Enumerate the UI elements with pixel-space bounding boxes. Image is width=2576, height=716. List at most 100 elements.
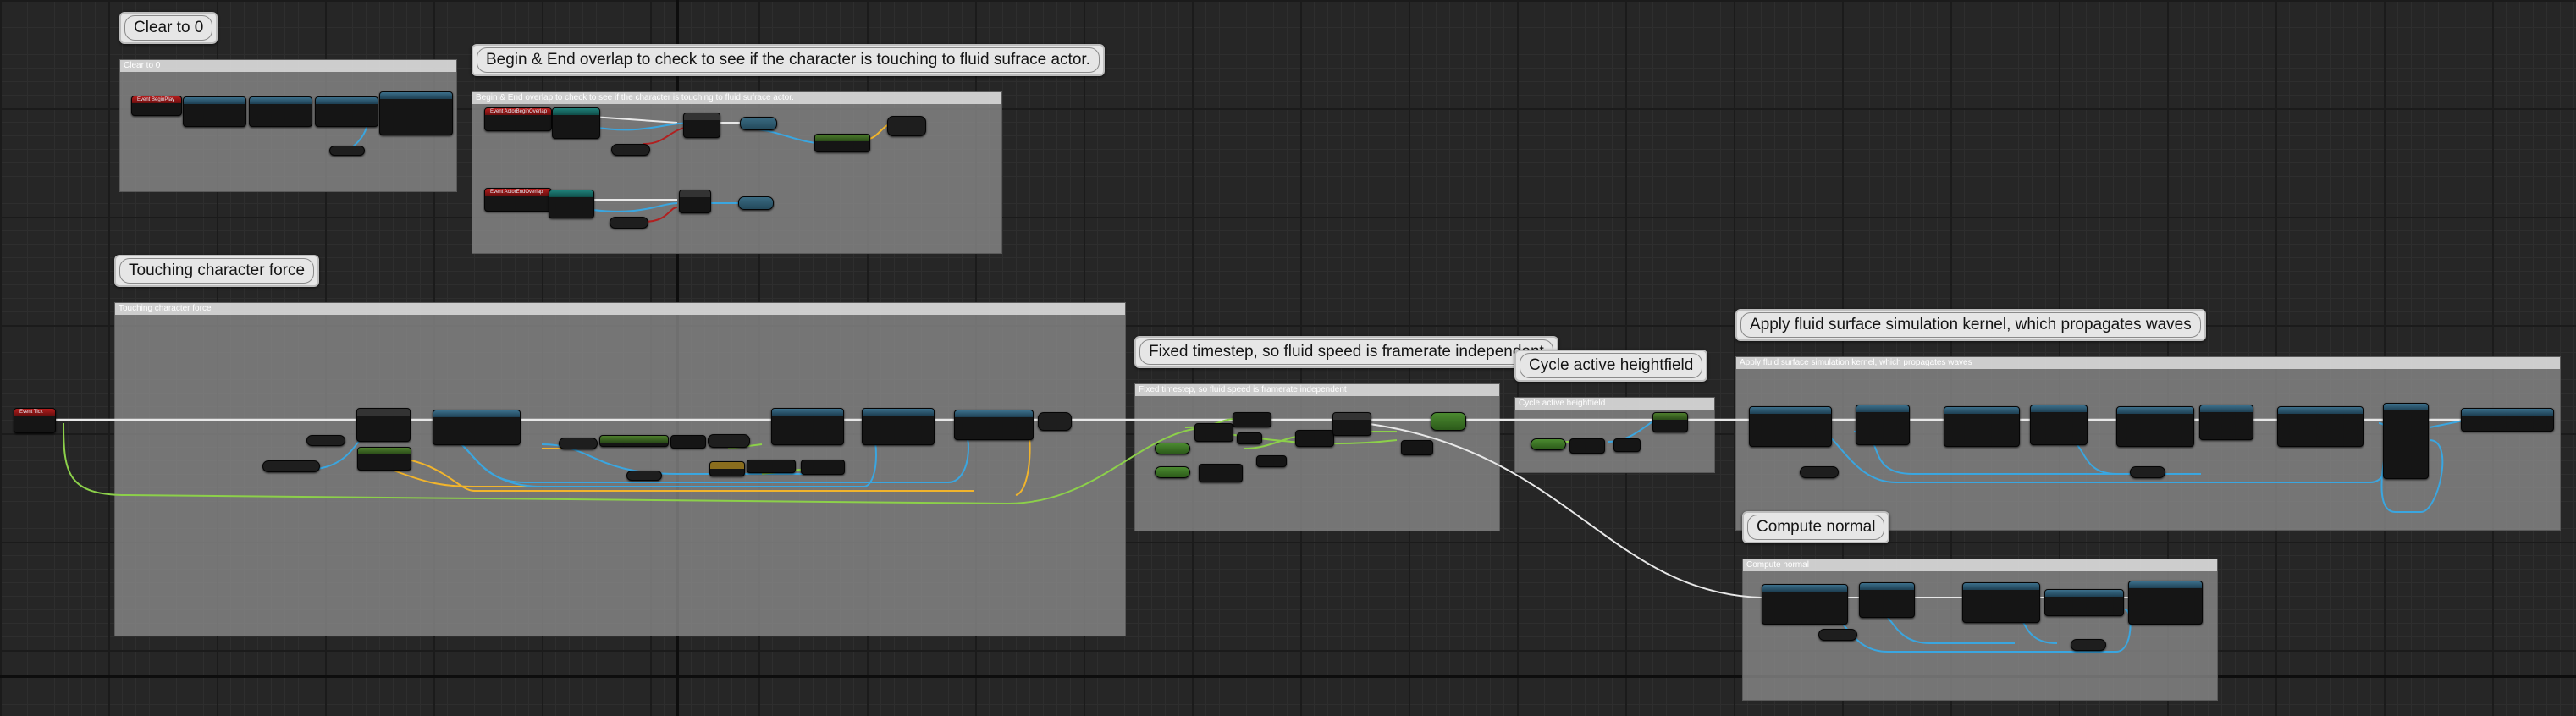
comment-bubble-timestep[interactable]: Fixed timestep, so fluid speed is framer… xyxy=(1134,336,1558,368)
node-header xyxy=(600,436,668,443)
timestep-math-node-7[interactable] xyxy=(1401,440,1433,455)
apply-function-node-5[interactable] xyxy=(2116,406,2194,447)
overlap-var-node-1[interactable] xyxy=(611,144,650,156)
normal-var-node-1[interactable] xyxy=(1818,629,1857,641)
touching-var-node-5[interactable] xyxy=(626,471,662,481)
comment-header-apply: Apply fluid surface simulation kernel, w… xyxy=(1736,357,2560,369)
clear-function-node-3[interactable] xyxy=(315,96,378,127)
normal-function-node-2[interactable] xyxy=(1859,582,1915,618)
comment-header-clear: Clear to 0 xyxy=(120,60,456,72)
event-beginplay-node[interactable]: Event BeginPlay xyxy=(131,96,182,116)
clear-variable-node[interactable] xyxy=(329,146,365,156)
timestep-math-node-4[interactable] xyxy=(1199,464,1243,482)
comment-box-cycle[interactable]: Cycle active heightfield xyxy=(1514,397,1715,473)
timestep-var-node-3[interactable] xyxy=(1431,412,1466,431)
apply-function-node-7[interactable] xyxy=(2277,406,2364,447)
timestep-math-node-2[interactable] xyxy=(1233,412,1271,427)
branch-node-begin[interactable] xyxy=(683,113,720,138)
node-header xyxy=(1944,407,2019,414)
touching-math-node-2[interactable] xyxy=(747,460,796,473)
branch-node-end[interactable] xyxy=(679,190,711,213)
timestep-var-node-2[interactable] xyxy=(1155,466,1190,478)
touching-var-node-4[interactable] xyxy=(708,434,750,448)
comment-bubble-apply[interactable]: Apply fluid surface simulation kernel, w… xyxy=(1735,309,2206,341)
node-header xyxy=(433,410,520,417)
event-beginplay-label: Event BeginPlay xyxy=(132,96,181,103)
apply-function-node-1[interactable] xyxy=(1749,406,1832,447)
cast-node-end[interactable] xyxy=(549,190,594,218)
touching-function-node-2[interactable] xyxy=(771,408,844,445)
comment-bubble-clear[interactable]: Clear to 0 xyxy=(119,12,218,44)
apply-var-node-1[interactable] xyxy=(1800,466,1839,478)
node-header xyxy=(955,410,1033,417)
event-tick-node[interactable]: Event Tick xyxy=(14,408,56,433)
node-header xyxy=(553,108,599,115)
normal-function-node-3[interactable] xyxy=(1962,582,2040,623)
node-header xyxy=(710,462,744,469)
comment-bubble-touching[interactable]: Touching character force xyxy=(114,255,320,287)
cycle-math-node-1[interactable] xyxy=(1569,438,1605,454)
touching-function-node-1[interactable] xyxy=(433,410,521,445)
node-header xyxy=(380,92,452,99)
cycle-math-node-2[interactable] xyxy=(1613,438,1641,452)
touching-math-node-3[interactable] xyxy=(801,460,845,475)
normal-function-node-5[interactable] xyxy=(2128,581,2203,625)
overlap-var-node-4[interactable] xyxy=(610,217,648,229)
comment-bubble-cycle[interactable]: Cycle active heightfield xyxy=(1514,350,1708,382)
node-header xyxy=(2129,581,2202,588)
normal-function-node-1[interactable] xyxy=(1762,584,1848,625)
cycle-set-node[interactable] xyxy=(1652,412,1688,432)
touching-branch-node[interactable] xyxy=(356,408,411,442)
comment-header-touching: Touching character force xyxy=(115,303,1125,315)
overlap-var-node-2[interactable] xyxy=(740,117,777,130)
clear-function-node-2[interactable] xyxy=(249,96,312,127)
apply-function-node-9[interactable] xyxy=(2461,408,2554,432)
apply-function-node-2[interactable] xyxy=(1856,405,1910,445)
cycle-var-node-1[interactable] xyxy=(1531,438,1566,450)
cast-node-begin[interactable] xyxy=(552,107,600,139)
comment-bubble-text-clear: Clear to 0 xyxy=(124,15,213,41)
timestep-math-node-6[interactable] xyxy=(1295,430,1334,447)
node-header xyxy=(1750,407,1831,414)
comment-bubble-normal[interactable]: Compute normal xyxy=(1742,511,1890,543)
normal-var-node-2[interactable] xyxy=(2071,639,2106,651)
clear-function-node-4[interactable] xyxy=(379,91,453,135)
normal-function-node-4[interactable] xyxy=(2044,589,2124,616)
event-actorendoverlap-label: Event ActorEndOverlap xyxy=(485,189,551,196)
touching-var-node-2[interactable] xyxy=(262,460,320,472)
touching-math-node-1[interactable] xyxy=(709,461,745,476)
event-actorbeginoverlap-node[interactable]: Event ActorBeginOverlap xyxy=(484,107,552,131)
event-tick-label: Event Tick xyxy=(14,409,55,416)
apply-var-node-2[interactable] xyxy=(2130,466,2165,478)
timestep-math-node-5[interactable] xyxy=(1256,455,1287,467)
touching-var-node-1[interactable] xyxy=(306,435,345,446)
touching-vector-node-1[interactable] xyxy=(599,435,669,447)
apply-function-node-6[interactable] xyxy=(2199,405,2253,440)
node-header xyxy=(184,97,245,104)
overlap-var-node-5[interactable] xyxy=(738,196,774,210)
event-actorendoverlap-node[interactable]: Event ActorEndOverlap xyxy=(484,188,552,212)
node-header xyxy=(2117,407,2193,414)
timestep-var-node-1[interactable] xyxy=(1155,443,1190,454)
apply-function-node-4[interactable] xyxy=(2030,405,2088,445)
touching-function-node-4[interactable] xyxy=(954,410,1034,440)
apply-function-node-8[interactable] xyxy=(2383,403,2429,479)
comment-bubble-overlap[interactable]: Begin & End overlap to check to see if t… xyxy=(472,44,1105,76)
touching-var-node-3[interactable] xyxy=(559,438,598,449)
set-node-begin[interactable] xyxy=(814,134,870,152)
timestep-branch-node[interactable] xyxy=(1332,412,1371,436)
apply-function-node-3[interactable] xyxy=(1944,406,2020,447)
clear-function-node-1[interactable] xyxy=(183,96,246,127)
node-header xyxy=(2200,405,2253,412)
comment-box-timestep[interactable]: Fixed timestep, so fluid speed is framer… xyxy=(1134,383,1500,531)
touching-function-node-3[interactable] xyxy=(862,408,935,445)
overlap-var-node-3[interactable] xyxy=(887,116,926,136)
timestep-math-node-3[interactable] xyxy=(1237,432,1262,444)
touching-vector-node-2[interactable] xyxy=(670,435,706,449)
touching-getactor-node[interactable] xyxy=(357,447,411,471)
comment-bubble-text-overlap: Begin & End overlap to check to see if t… xyxy=(477,47,1100,73)
node-header xyxy=(1856,405,1909,412)
timestep-math-node-1[interactable] xyxy=(1194,423,1233,442)
touching-var-node-6[interactable] xyxy=(1038,412,1072,431)
node-header xyxy=(250,97,312,104)
